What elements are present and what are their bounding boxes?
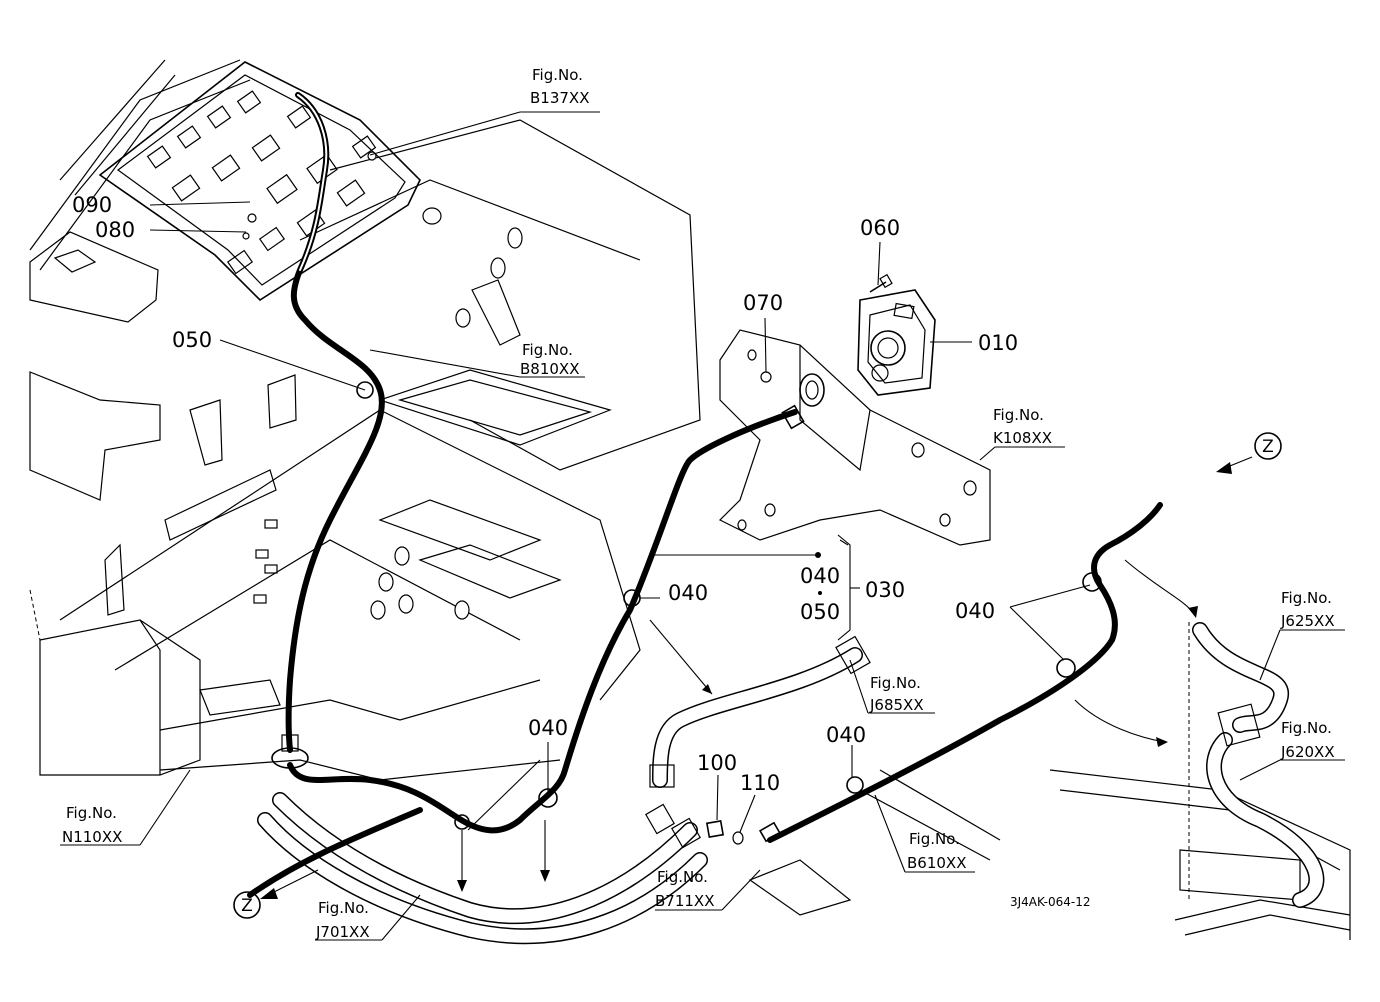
fig-ref-b711-title: Fig.No. [657, 868, 708, 886]
callout-080[interactable]: 080 [95, 218, 135, 242]
control-unit [98, 61, 421, 302]
callout-050-upper[interactable]: 050 [172, 328, 212, 352]
fig-ref-j685[interactable]: Fig.No. J685XX [869, 674, 924, 714]
fig-ref-j625[interactable]: Fig.No. J625XX [1280, 589, 1335, 630]
fig-ref-n110[interactable]: Fig.No. N110XX [62, 804, 122, 846]
fig-ref-b711-number: B711XX [655, 892, 714, 910]
fig-ref-j685-number: J685XX [869, 696, 924, 714]
fig-ref-b810-number: B810XX [520, 360, 579, 378]
callout-090[interactable]: 090 [72, 193, 112, 217]
view-marker-z-right: Z [1254, 432, 1282, 460]
fig-ref-j620[interactable]: Fig.No. J620XX [1280, 719, 1335, 761]
figure-references: Fig.No. B137XX Fig.No. B810XX Fig.No. K1… [62, 66, 1335, 941]
fig-ref-j625-title: Fig.No. [1281, 589, 1332, 607]
callout-040-lower-center[interactable]: 040 [826, 723, 866, 747]
callout-060[interactable]: 060 [860, 216, 900, 240]
leader-lines [60, 111, 1345, 941]
z-label-right: Z [1262, 437, 1274, 457]
callout-010[interactable]: 010 [978, 331, 1018, 355]
fig-ref-b137[interactable]: Fig.No. B137XX [530, 66, 589, 107]
callout-040-right[interactable]: 040 [955, 599, 995, 623]
fig-ref-b711[interactable]: Fig.No. B711XX [655, 868, 714, 910]
fig-ref-b610-title: Fig.No. [909, 830, 960, 848]
fig-ref-j620-title: Fig.No. [1281, 719, 1332, 737]
fig-ref-j701-title: Fig.No. [318, 899, 369, 917]
fig-ref-n110-title: Fig.No. [66, 804, 117, 822]
fig-ref-j620-number: J620XX [1280, 743, 1335, 761]
fig-ref-k108[interactable]: Fig.No. K108XX [993, 406, 1052, 447]
callout-040-kit[interactable]: 040 [800, 564, 840, 588]
part-callouts: 090 080 050 060 070 010 040 050 030 040 … [72, 193, 1018, 795]
fig-ref-b137-number: B137XX [530, 89, 589, 107]
view-marker-z-left: Z [233, 891, 261, 919]
callout-100[interactable]: 100 [697, 751, 737, 775]
frame-structure [29, 59, 1351, 940]
z-label-left: Z [241, 896, 253, 916]
fig-ref-b610-number: B610XX [907, 854, 966, 872]
callout-050-kit[interactable]: 050 [800, 600, 840, 624]
fig-ref-j625-number: J625XX [1280, 612, 1335, 630]
fig-ref-b137-title: Fig.No. [532, 66, 583, 84]
fig-ref-j701[interactable]: Fig.No. J701XX [315, 899, 370, 941]
callout-040-lower-left[interactable]: 040 [528, 716, 568, 740]
fig-ref-j685-title: Fig.No. [870, 674, 921, 692]
callout-030[interactable]: 030 [865, 578, 905, 602]
fig-ref-k108-title: Fig.No. [993, 406, 1044, 424]
callout-070[interactable]: 070 [743, 291, 783, 315]
fig-ref-j701-number: J701XX [315, 923, 370, 941]
fig-ref-n110-number: N110XX [62, 828, 122, 846]
fig-ref-b810-title: Fig.No. [522, 341, 573, 359]
fig-ref-b810[interactable]: Fig.No. B810XX [520, 341, 579, 378]
callout-110[interactable]: 110 [740, 771, 780, 795]
wiring-harness [247, 92, 1163, 898]
fig-ref-k108-number: K108XX [993, 429, 1052, 447]
drawing-code: 3J4AK-064-12 [1010, 895, 1090, 909]
fig-ref-b610[interactable]: Fig.No. B610XX [907, 830, 966, 872]
callout-040-center[interactable]: 040 [668, 581, 708, 605]
